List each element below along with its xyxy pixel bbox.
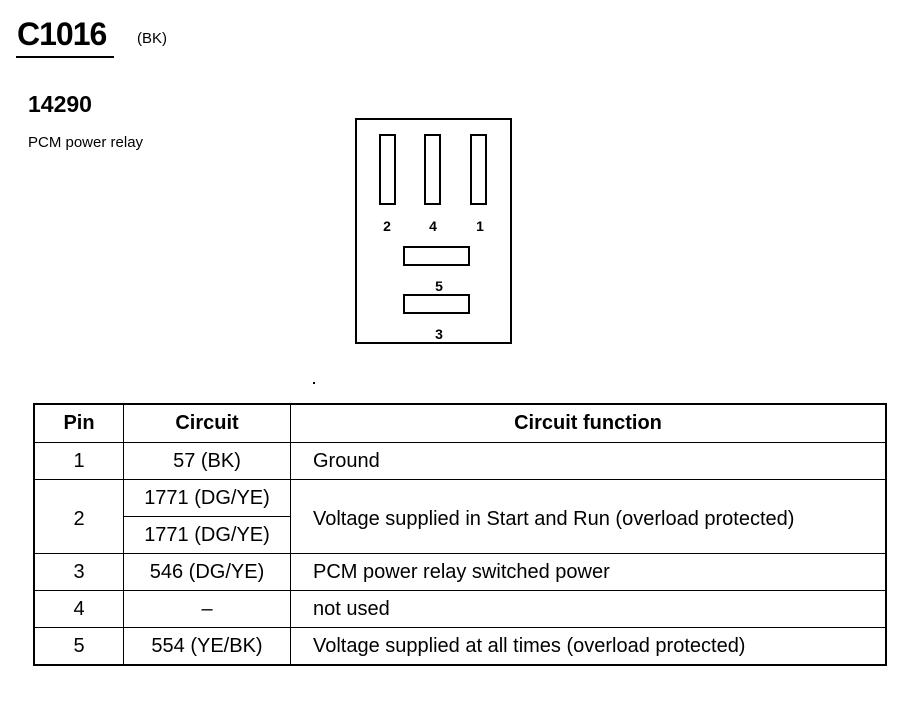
pin-label-3: 3 <box>435 326 443 342</box>
table-header-row: Pin Circuit Circuit function <box>33 403 887 443</box>
row-circuit: 1771 (DG/YE) <box>123 516 291 554</box>
row-circuit: 57 (BK) <box>123 442 291 480</box>
row-pin: 3 <box>33 553 124 591</box>
row-pin: 1 <box>33 442 124 480</box>
connector-color-code: (BK) <box>137 30 167 47</box>
row-function: Voltage supplied in Start and Run (overl… <box>290 479 887 554</box>
connector-id-underline <box>16 56 114 58</box>
pin-label-1: 1 <box>476 218 484 234</box>
pinout-table: Pin Circuit Circuit function 1 57 (BK) G… <box>33 403 887 666</box>
row-function: not used <box>290 590 887 628</box>
row-circuit: 546 (DG/YE) <box>123 553 291 591</box>
stray-dot <box>313 382 315 384</box>
relay-connector-face: 2 4 1 5 3 <box>355 118 512 344</box>
terminal-pin-4 <box>424 134 441 205</box>
table-row: 3 546 (DG/YE) PCM power relay switched p… <box>33 553 887 591</box>
header-pin: Pin <box>33 403 124 443</box>
row-circuit: 1771 (DG/YE) <box>123 479 291 517</box>
row-circuit: – <box>123 590 291 628</box>
row-function: Voltage supplied at all times (overload … <box>290 627 887 666</box>
row-pin: 2 <box>33 479 124 554</box>
table-row: 1 57 (BK) Ground <box>33 442 887 480</box>
table-row: 2 1771 (DG/YE) Voltage supplied in Start… <box>33 479 887 554</box>
pin-label-5: 5 <box>435 278 443 294</box>
terminal-pin-3 <box>403 294 470 314</box>
row-function: PCM power relay switched power <box>290 553 887 591</box>
header-circuit: Circuit <box>123 403 291 443</box>
header-circuit-function: Circuit function <box>290 403 887 443</box>
terminal-pin-1 <box>470 134 487 205</box>
terminal-pin-2 <box>379 134 396 205</box>
part-number: 14290 <box>28 91 92 117</box>
row-pin: 5 <box>33 627 124 666</box>
part-name: PCM power relay <box>28 134 144 151</box>
table-row: 5 554 (YE/BK) Voltage supplied at all ti… <box>33 627 887 666</box>
pin-label-2: 2 <box>383 218 391 234</box>
row-pin: 4 <box>33 590 124 628</box>
table-row: 4 – not used <box>33 590 887 628</box>
row-circuit: 554 (YE/BK) <box>123 627 291 666</box>
connector-id: C1016 <box>17 16 107 52</box>
row-function: Ground <box>290 442 887 480</box>
pin-label-4: 4 <box>429 218 437 234</box>
table-row: 1771 (DG/YE) <box>34 516 886 554</box>
terminal-pin-5 <box>403 246 470 266</box>
